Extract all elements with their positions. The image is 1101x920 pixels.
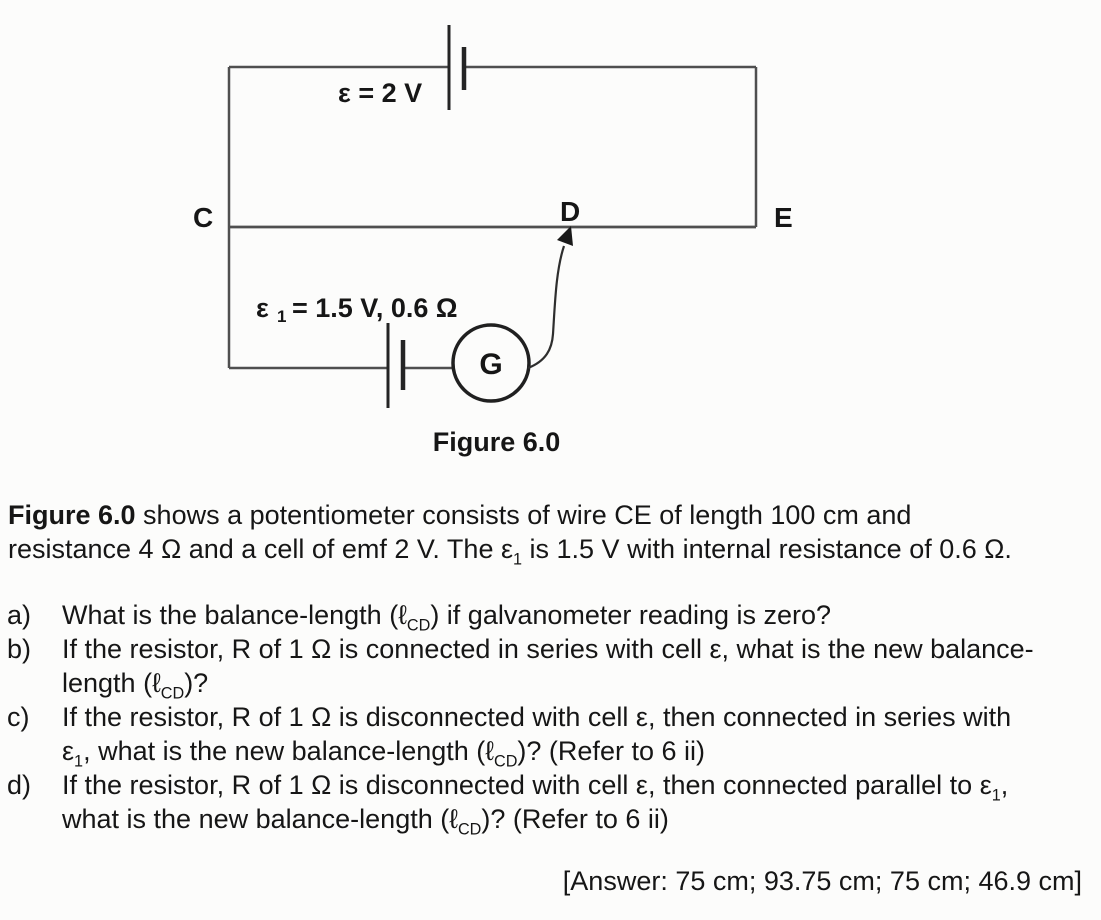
text-run: )? (Refer to 6 ii) [481, 804, 669, 834]
description-line-1: Figure 6.0 shows a potentiometer consist… [8, 498, 1012, 532]
text-run: If the resistor, R of 1 Ω is connected i… [62, 634, 1034, 664]
text-run: ℓ [152, 668, 161, 698]
jockey-arrowhead-icon [557, 226, 573, 246]
galvanometer-label: G [479, 348, 502, 381]
question-item-text: If the resistor, R of 1 Ω is connected i… [62, 632, 1034, 666]
description-paragraph: Figure 6.0 shows a potentiometer consist… [8, 498, 1012, 569]
question-d-line-1: d) If the resistor, R of 1 Ω is disconnec… [7, 768, 1034, 805]
question-b-line-2: length (ℓCD)? [7, 666, 1034, 703]
emf-top-label: ε = 2 V [338, 78, 422, 108]
description-line-2: resistance 4 Ω and a cell of emf 2 V. Th… [8, 532, 1012, 569]
question-item-label [7, 666, 62, 700]
question-item-text: what is the new balance-length (ℓCD)? (R… [62, 802, 669, 839]
text-run: If the resistor, R of 1 Ω is disconnecte… [62, 702, 1012, 732]
emf-bottom-value: = 1.5 V, 0.6 Ω [292, 293, 458, 323]
battery-epsilon1-icon [386, 323, 406, 408]
question-item-text: If the resistor, R of 1 Ω is disconnecte… [62, 768, 1009, 805]
text-run: ℓ [449, 804, 458, 834]
text-run: If the resistor, R of 1 Ω is disconnecte… [62, 770, 992, 800]
text-run: )? [184, 668, 209, 698]
question-item-text: ε1, what is the new balance-length (ℓCD)… [62, 734, 705, 771]
question-item-text: What is the balance-length (ℓCD) if galv… [62, 598, 832, 635]
terminal-e-label: E [774, 202, 793, 233]
subscript: 1 [74, 752, 84, 771]
text-run: ℓ [398, 600, 407, 630]
question-item-label: a) [7, 600, 32, 630]
subscript: CD [494, 752, 518, 771]
question-item-text: length (ℓCD)? [62, 666, 209, 703]
question-item-label: b) [7, 634, 32, 664]
question-d-line-2: what is the new balance-length (ℓCD)? (R… [7, 802, 1034, 839]
subscript: 1 [513, 550, 523, 569]
questions-list: a)What is the balance-length (ℓCD) if ga… [7, 598, 1034, 839]
question-item-label [7, 734, 62, 768]
subscript: CD [160, 684, 185, 703]
answer-note: [Answer: 75 cm; 93.75 cm; 75 cm; 46.9 cm… [562, 866, 1082, 896]
text-run: , [1000, 770, 1009, 800]
text-run: what is the new balance-length ( [62, 804, 450, 834]
question-c-line-2: ε1, what is the new balance-length (ℓCD)… [7, 734, 1034, 771]
jockey-arrow-curve [527, 245, 566, 370]
emf-bottom-subscript: 1 [277, 307, 286, 326]
subscript: 1 [991, 786, 1001, 805]
text-run: Figure 6.0 [8, 500, 136, 530]
subscript: CD [406, 616, 431, 635]
text-run: length ( [62, 668, 153, 698]
question-b-line-1: b) If the resistor, R of 1 Ω is connected… [7, 632, 1034, 666]
question-item-text: If the resistor, R of 1 Ω is disconnecte… [62, 700, 1011, 734]
galvanometer-icon: G [451, 323, 531, 403]
battery-epsilon-icon [447, 25, 467, 110]
text-run: ε [62, 736, 75, 766]
text-run: )? (Refer to 6 ii) [517, 736, 705, 766]
text-run: , what is the new balance-length ( [83, 736, 486, 766]
text-run: is 1.5 V with internal resistance of 0.6… [522, 534, 1012, 564]
question-c-line-1: c) If the resistor, R of 1 Ω is disconnec… [7, 700, 1034, 734]
jockey-arrow [527, 226, 573, 370]
text-run: shows a potentiometer consists of wire C… [135, 500, 912, 530]
galvanometer-circle [451, 323, 531, 403]
question-a-line-1: a) What is the balance-length (ℓCD) if ga… [7, 598, 1034, 635]
text-run: resistance 4 Ω and a cell of emf 2 V. Th… [8, 534, 513, 564]
emf-bottom-label: ε 1 = 1.5 V, 0.6 Ω [256, 293, 458, 326]
question-item-label: c) [7, 702, 30, 732]
question-item-label [7, 802, 62, 836]
potentiometer-circuit-diagram: G ε = 2 V C D E ε 1 = 1.5 V, 0.6 Ω [193, 25, 793, 408]
text-run: What is the balance-length ( [62, 600, 399, 630]
terminal-d-label: D [560, 196, 580, 227]
subscript: CD [457, 820, 482, 839]
figure-caption: Figure 6.0 [432, 427, 561, 457]
question-item-label: d) [7, 770, 32, 800]
emf-bottom-symbol: ε [256, 293, 269, 323]
terminal-c-label: C [193, 202, 213, 233]
text-run: ) if galvanometer reading is zero? [430, 600, 832, 630]
text-run: ℓ [485, 736, 495, 766]
